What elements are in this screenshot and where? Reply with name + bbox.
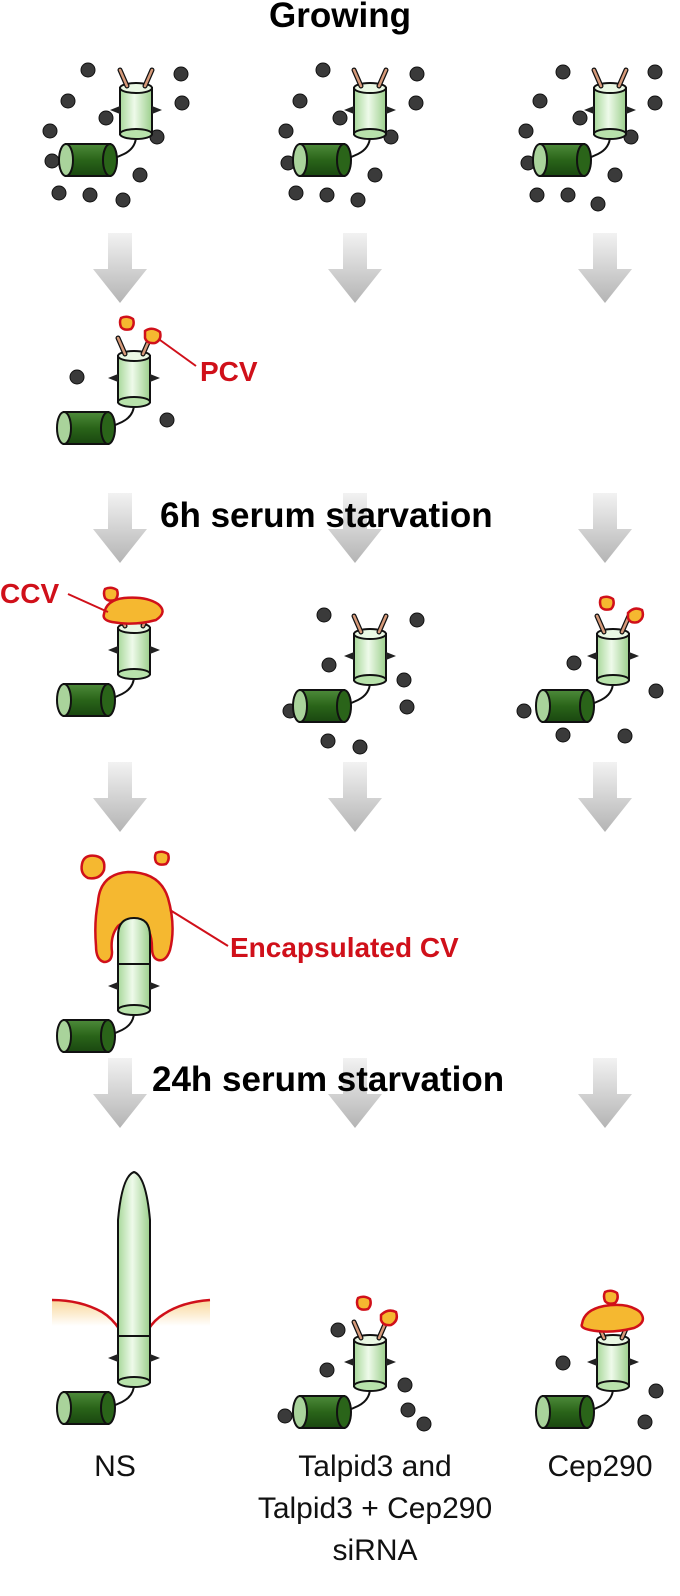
- arrow-1-talpid3: [328, 233, 382, 303]
- 6h-cep290-cell: [516, 595, 664, 744]
- condition-label-talpid3-line3: siRNA: [332, 1534, 418, 1567]
- arrow-3-talpid3: [328, 762, 382, 832]
- arrow-4-ns: [93, 1058, 147, 1128]
- stage-label-6h: 6h serum starvation: [160, 496, 493, 535]
- ccv-label: CCV: [0, 578, 60, 609]
- pcv-cell: [57, 315, 197, 444]
- growing-talpid3-cell: [278, 62, 425, 208]
- growing-ns-cell: [42, 62, 190, 208]
- stage-label-growing: Growing: [269, 0, 411, 35]
- primary-cilium-cell: [51, 1170, 211, 1425]
- arrow-3-cep290: [578, 762, 632, 832]
- arrow-2-cep290: [578, 493, 632, 563]
- condition-label-cep290: Cep290: [547, 1450, 653, 1483]
- 24h-talpid3-cell: [277, 1295, 432, 1432]
- arrow-3-ns: [93, 762, 147, 832]
- arrow-4-cep290: [578, 1058, 632, 1128]
- encapsulated-cv-cell: [56, 850, 229, 1053]
- ccv-ns-cell: [57, 586, 164, 716]
- arrow-1-ns: [93, 233, 147, 303]
- encapsulated-cv-label: Encapsulated CV: [230, 932, 459, 963]
- pcv-label: PCV: [200, 356, 258, 387]
- arrow-1-cep290: [578, 233, 632, 303]
- 24h-cep290-cell: [536, 1289, 664, 1429]
- stage-label-24h: 24h serum starvation: [152, 1060, 505, 1099]
- condition-label-ns: NS: [94, 1450, 136, 1483]
- 6h-talpid3-cell: [282, 607, 425, 755]
- arrow-2-ns: [93, 493, 147, 563]
- growing-cep290-cell: [518, 64, 663, 212]
- condition-label-talpid3-line1: Talpid3 and: [298, 1450, 452, 1483]
- condition-label-talpid3-line2: Talpid3 + Cep290: [257, 1492, 493, 1525]
